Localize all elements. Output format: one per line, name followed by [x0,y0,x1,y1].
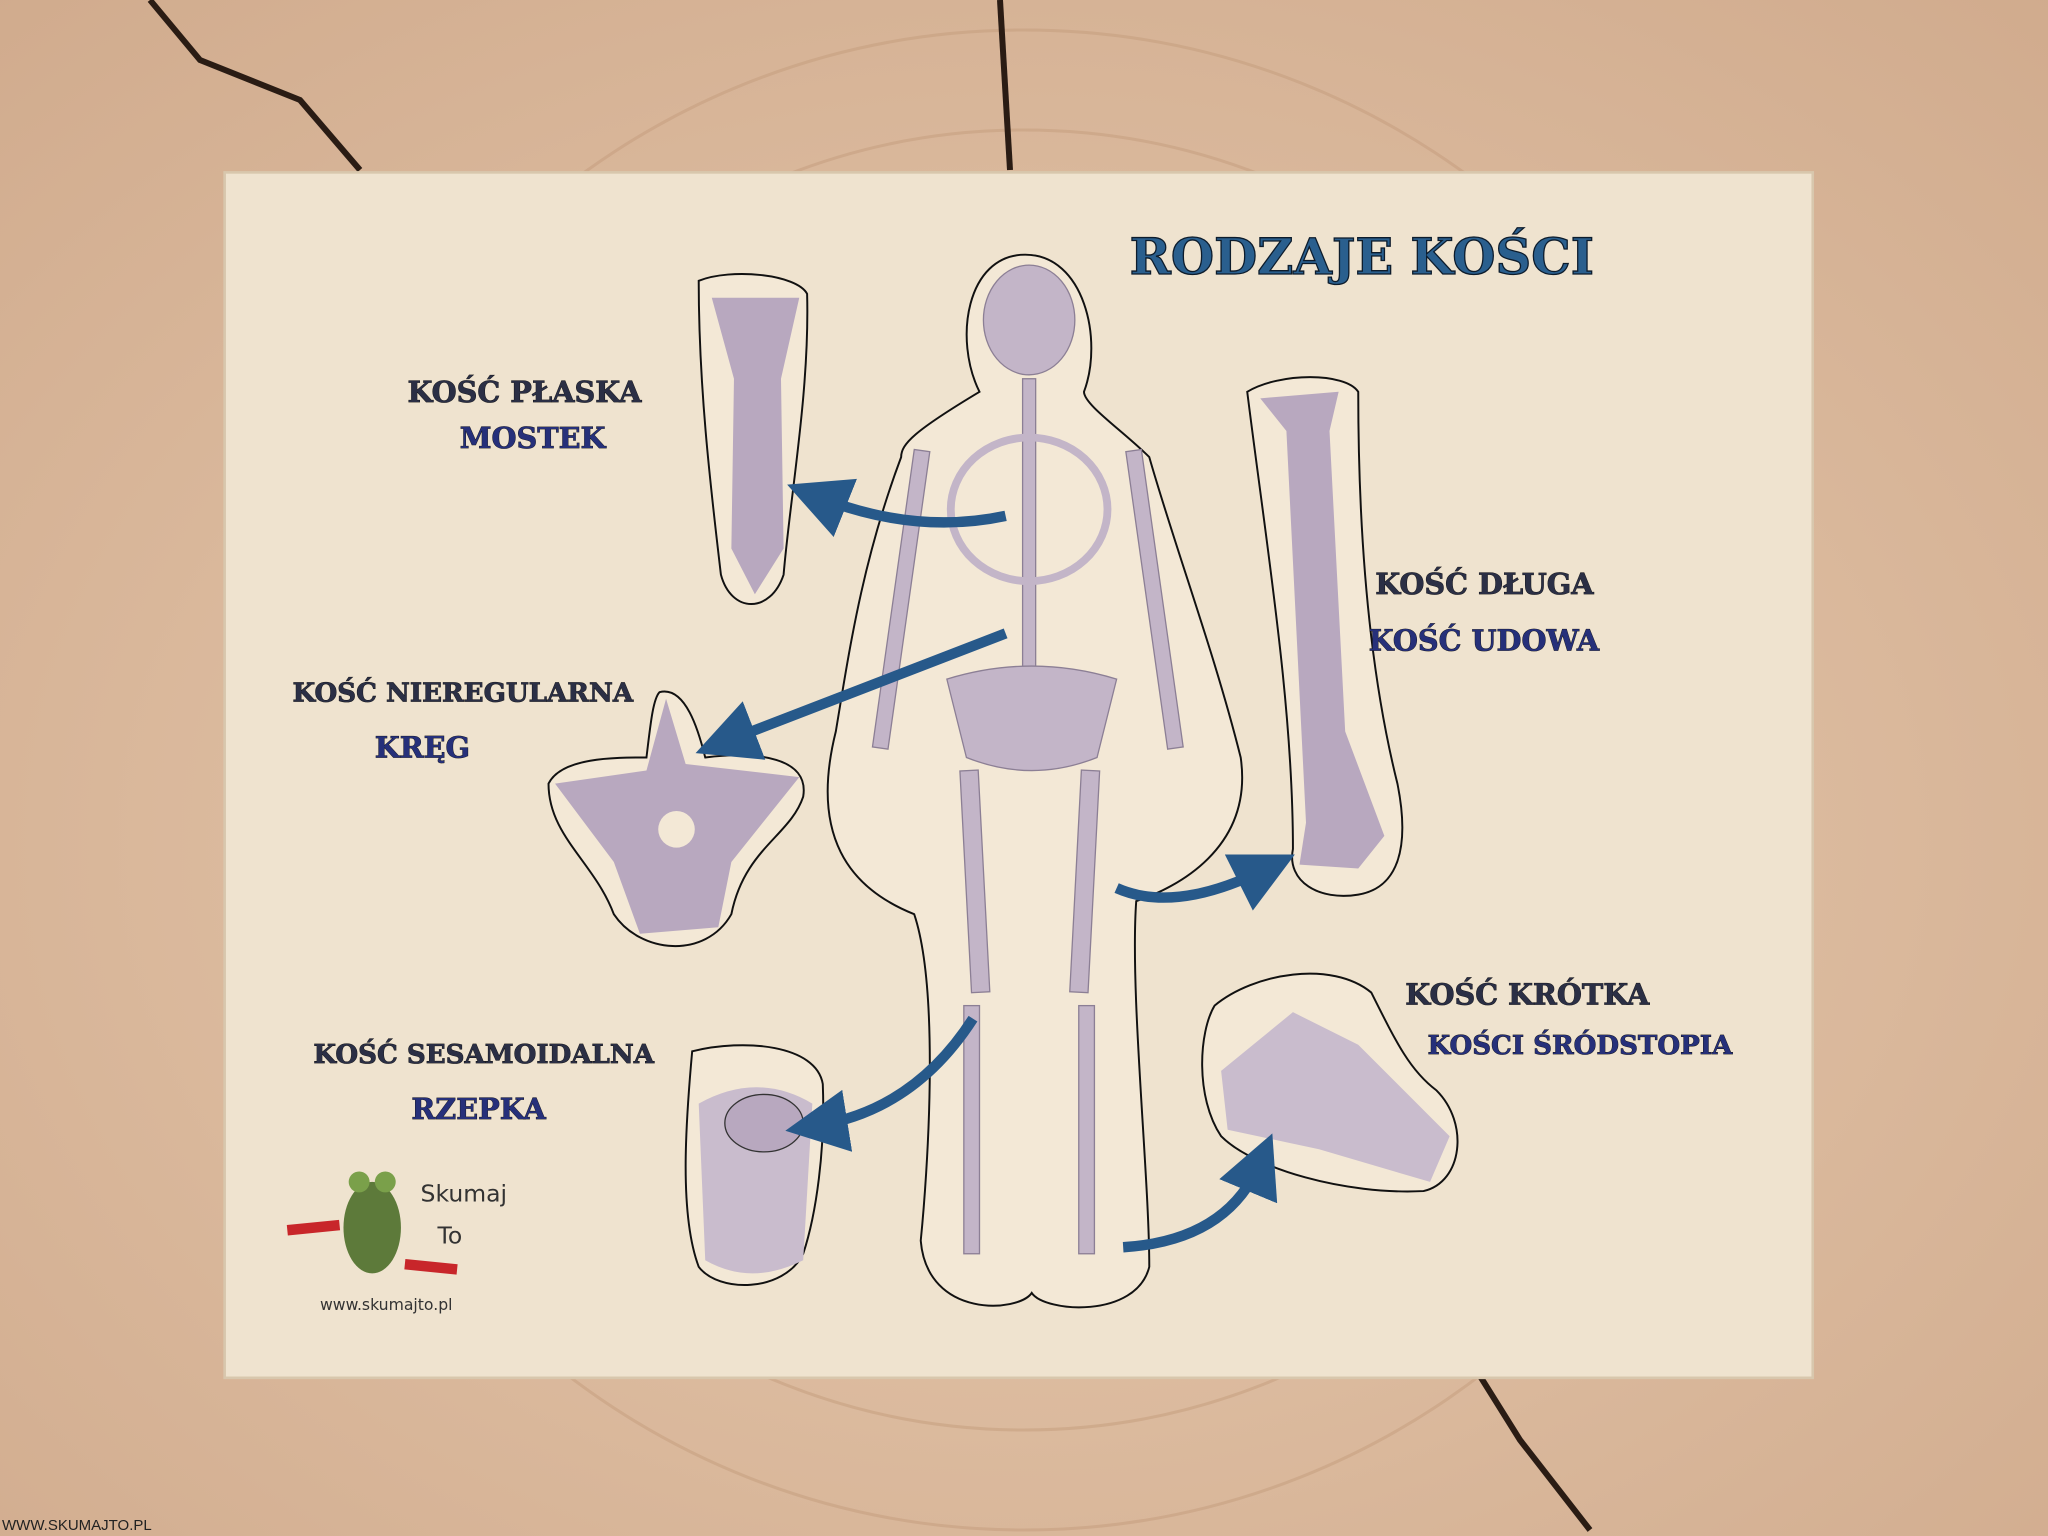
label-irregular-bone: KOŚĆ NIEREGULARNA [293,676,634,708]
label-flat-bone: KOŚĆ PŁASKA [407,375,642,409]
vertebral-foramen [658,811,695,848]
label-metatarsals: KOŚCI ŚRÓDSTOPIA [1427,1029,1732,1061]
femur-illustration [1260,391,1385,869]
label-short-bone: KOŚĆ KRÓTKA [1405,977,1650,1011]
arrow-to-femur [1114,854,1295,911]
arrow-to-foot [1122,1133,1278,1253]
label-sesamoid-bone: KOŚĆ SESAMOIDALNA [313,1038,654,1070]
logo-name-line1: Skumaj [421,1180,508,1208]
logo-url: www.skumajto.pl [320,1295,453,1314]
foot-illustration [1221,1012,1450,1182]
skeleton-illustration [871,264,1184,1255]
label-patella: RZEPKA [411,1092,546,1126]
arrow-to-sternum [787,478,1007,538]
watermark: WWW.SKUMAJTO.PL [2,1517,152,1534]
label-sternum: MOSTEK [460,421,607,455]
board-title: RODZAJE KOŚCI [1130,227,1594,286]
wood-cracks [147,0,1593,1532]
label-long-bone: KOŚĆ DŁUGA [1375,567,1594,601]
label-vertebra: KRĘG [375,730,470,764]
kneecap [724,1093,804,1153]
arrow-to-vertebra [695,628,1008,760]
arrows [695,478,1295,1253]
frog-icon [343,1181,401,1274]
skumajto-logo: Skumaj To www.skumajto.pl [286,1171,508,1314]
logo-name-line2: To [437,1221,463,1249]
arrow-to-patella [785,1015,978,1152]
label-femur: KOŚĆ UDOWA [1369,623,1600,657]
sternum-illustration [711,297,800,595]
